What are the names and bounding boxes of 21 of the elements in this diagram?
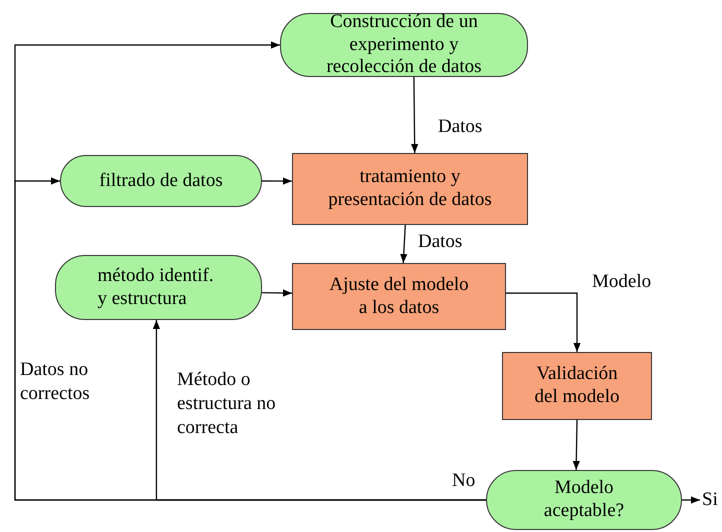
arrow xyxy=(506,292,581,352)
arrow xyxy=(572,420,580,470)
node-label: Ajuste del modelo a los datos xyxy=(328,274,470,320)
arrow xyxy=(411,77,418,153)
arrow xyxy=(262,177,292,185)
terminal-pill xyxy=(60,155,262,207)
terminal-pill xyxy=(55,255,262,320)
process-box xyxy=(292,153,528,225)
terminal-pill xyxy=(280,13,528,77)
node-label: tratamiento y presentación de datos xyxy=(327,166,493,212)
arrow xyxy=(152,320,486,501)
arrow xyxy=(400,224,408,264)
node-label: Validación del modelo xyxy=(534,363,620,409)
arrow xyxy=(262,289,292,297)
process-box xyxy=(502,352,652,420)
node-label: Modelo aceptable? xyxy=(542,477,626,523)
node-label: Construcción de un experimento y recolección de datos xyxy=(325,10,483,80)
arrow xyxy=(682,496,700,504)
node-label: filtrado de datos xyxy=(98,170,224,192)
process-box xyxy=(292,263,506,330)
node-label: método identif. y estructura xyxy=(98,264,215,310)
